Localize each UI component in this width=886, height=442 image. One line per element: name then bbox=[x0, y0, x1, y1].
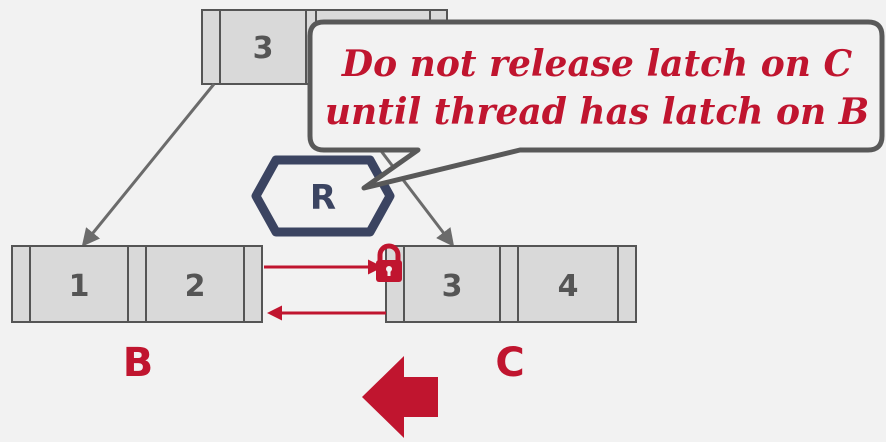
latch-mode-label: R bbox=[310, 178, 336, 218]
node-b-label: B bbox=[123, 340, 154, 386]
node-c-key-2: 4 bbox=[558, 269, 579, 304]
node-c-key-1: 3 bbox=[442, 269, 463, 304]
parent-key-1: 3 bbox=[253, 31, 274, 66]
node-b-key-1: 1 bbox=[69, 269, 90, 304]
node-c: 3 4 bbox=[385, 245, 637, 323]
parent-to-b-arrow bbox=[81, 83, 216, 247]
lock-icon bbox=[376, 243, 402, 282]
hexagon-latch-icon: R bbox=[251, 155, 395, 237]
callout-line-1: Do not release latch on C bbox=[341, 43, 853, 85]
callout-bubble: Do not release latch on C until thread h… bbox=[307, 19, 885, 191]
node-b-key-2: 2 bbox=[185, 269, 206, 304]
callout-line-2: until thread has latch on B bbox=[325, 91, 869, 133]
left-arrow-icon bbox=[362, 356, 438, 438]
node-b: 1 2 bbox=[11, 245, 263, 323]
node-c-label: C bbox=[495, 340, 524, 386]
